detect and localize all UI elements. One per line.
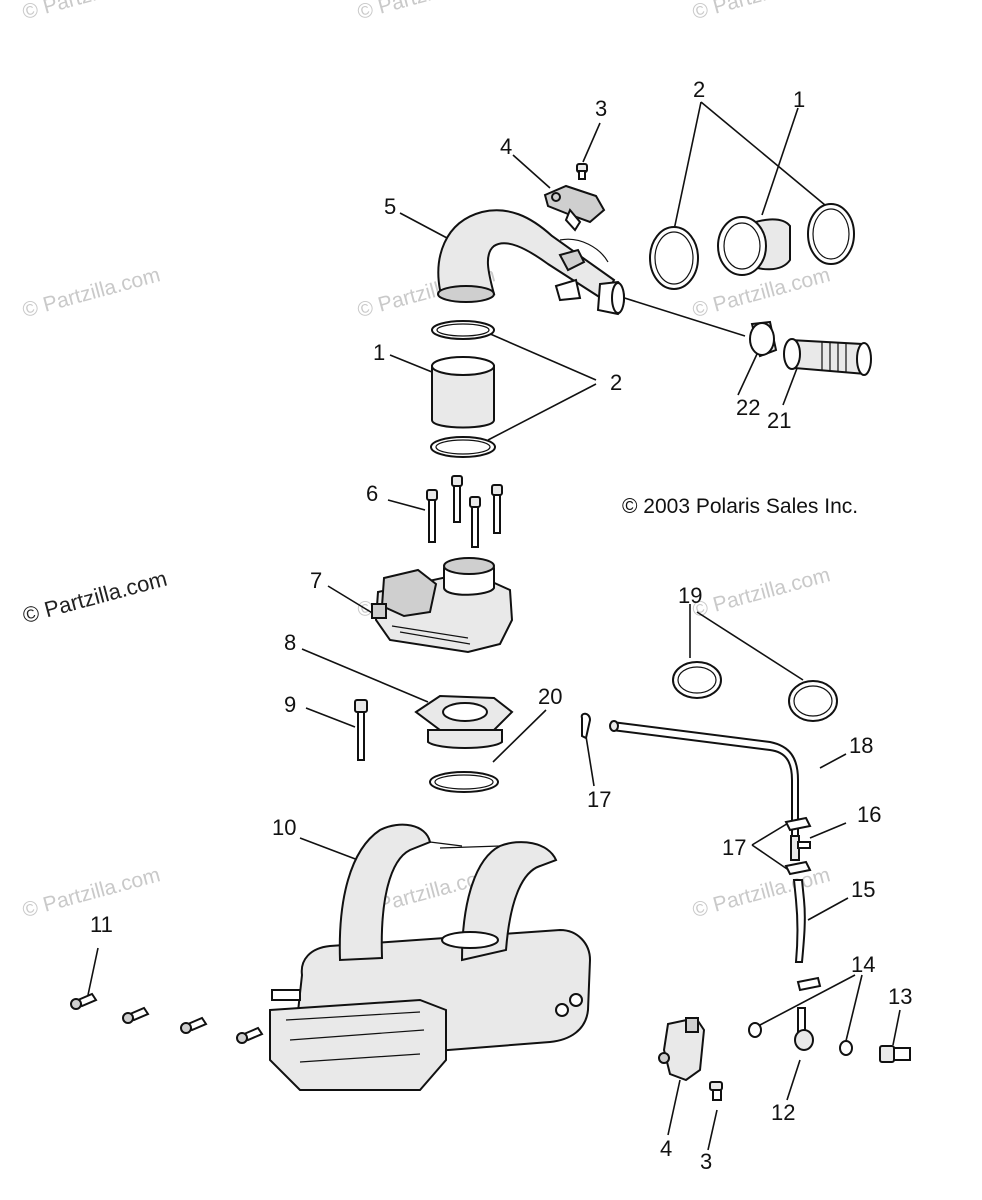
fuel-line-18 xyxy=(609,720,799,837)
callout-4: 4 xyxy=(660,1136,673,1161)
callout-15: 15 xyxy=(851,877,876,902)
bolts-6 xyxy=(426,475,503,548)
clamp-ring-2-upper xyxy=(431,320,495,340)
clamp-17-lower xyxy=(784,860,812,876)
callout-12: 12 xyxy=(771,1100,796,1125)
callout-1: 1 xyxy=(793,87,806,112)
callout-17: 17 xyxy=(587,787,612,812)
callout-5: 5 xyxy=(384,194,397,219)
callout-13: 13 xyxy=(888,984,913,1009)
callout-17: 17 xyxy=(722,835,747,860)
clip-17 xyxy=(580,712,592,740)
bolt-3-bottom xyxy=(709,1081,723,1101)
sensor-4-top xyxy=(543,184,606,232)
bolt-9 xyxy=(354,699,368,761)
coupler-sleeve-1-top xyxy=(717,216,791,276)
washers-14 xyxy=(748,976,853,1056)
callout-14: 14 xyxy=(851,952,876,977)
leader-lines xyxy=(87,101,901,1151)
elbow-hose-5 xyxy=(437,209,625,316)
clamp-ring-2-top-right xyxy=(807,203,855,265)
o-rings-19 xyxy=(672,661,838,722)
callout-2: 2 xyxy=(610,370,623,395)
copyright-notice: © 2003 Polaris Sales Inc. xyxy=(622,495,859,518)
ring-22 xyxy=(749,320,778,358)
throttle-body-7 xyxy=(371,557,514,654)
callout-7: 7 xyxy=(310,568,323,593)
callout-4: 4 xyxy=(500,134,513,159)
hose-15 xyxy=(792,879,806,963)
coupler-sleeve-1 xyxy=(431,356,495,429)
callout-9: 9 xyxy=(284,692,297,717)
callout-3: 3 xyxy=(595,96,608,121)
fitting-12 xyxy=(794,1007,814,1051)
bolt-13 xyxy=(879,1045,911,1063)
o-ring-20 xyxy=(429,771,499,793)
clamp-17-upper xyxy=(784,816,812,832)
adapter-8 xyxy=(414,694,514,749)
callout-8: 8 xyxy=(284,630,297,655)
callout-3: 3 xyxy=(700,1149,713,1174)
callout-18: 18 xyxy=(849,733,874,758)
callout-16: 16 xyxy=(857,802,882,827)
callout-20: 20 xyxy=(538,684,563,709)
clamp-ring-2-lower xyxy=(430,436,496,458)
callout-21: 21 xyxy=(767,408,792,433)
intake-manifold-10 xyxy=(269,823,592,1091)
callout-11: 11 xyxy=(90,912,113,937)
callout-6: 6 xyxy=(366,481,379,506)
fitting-16 xyxy=(790,835,811,861)
sensor-4-bottom xyxy=(658,1016,706,1082)
clamp-ring-2-top-left xyxy=(649,226,699,290)
callout-1: 1 xyxy=(373,340,386,365)
callout-22: 22 xyxy=(736,395,761,420)
hose-21 xyxy=(783,338,872,376)
callout-19: 19 xyxy=(678,583,703,608)
callout-10: 10 xyxy=(272,815,297,840)
bolts-11 xyxy=(70,992,264,1044)
callout-2: 2 xyxy=(693,77,706,102)
bolt-3-top xyxy=(576,163,588,180)
